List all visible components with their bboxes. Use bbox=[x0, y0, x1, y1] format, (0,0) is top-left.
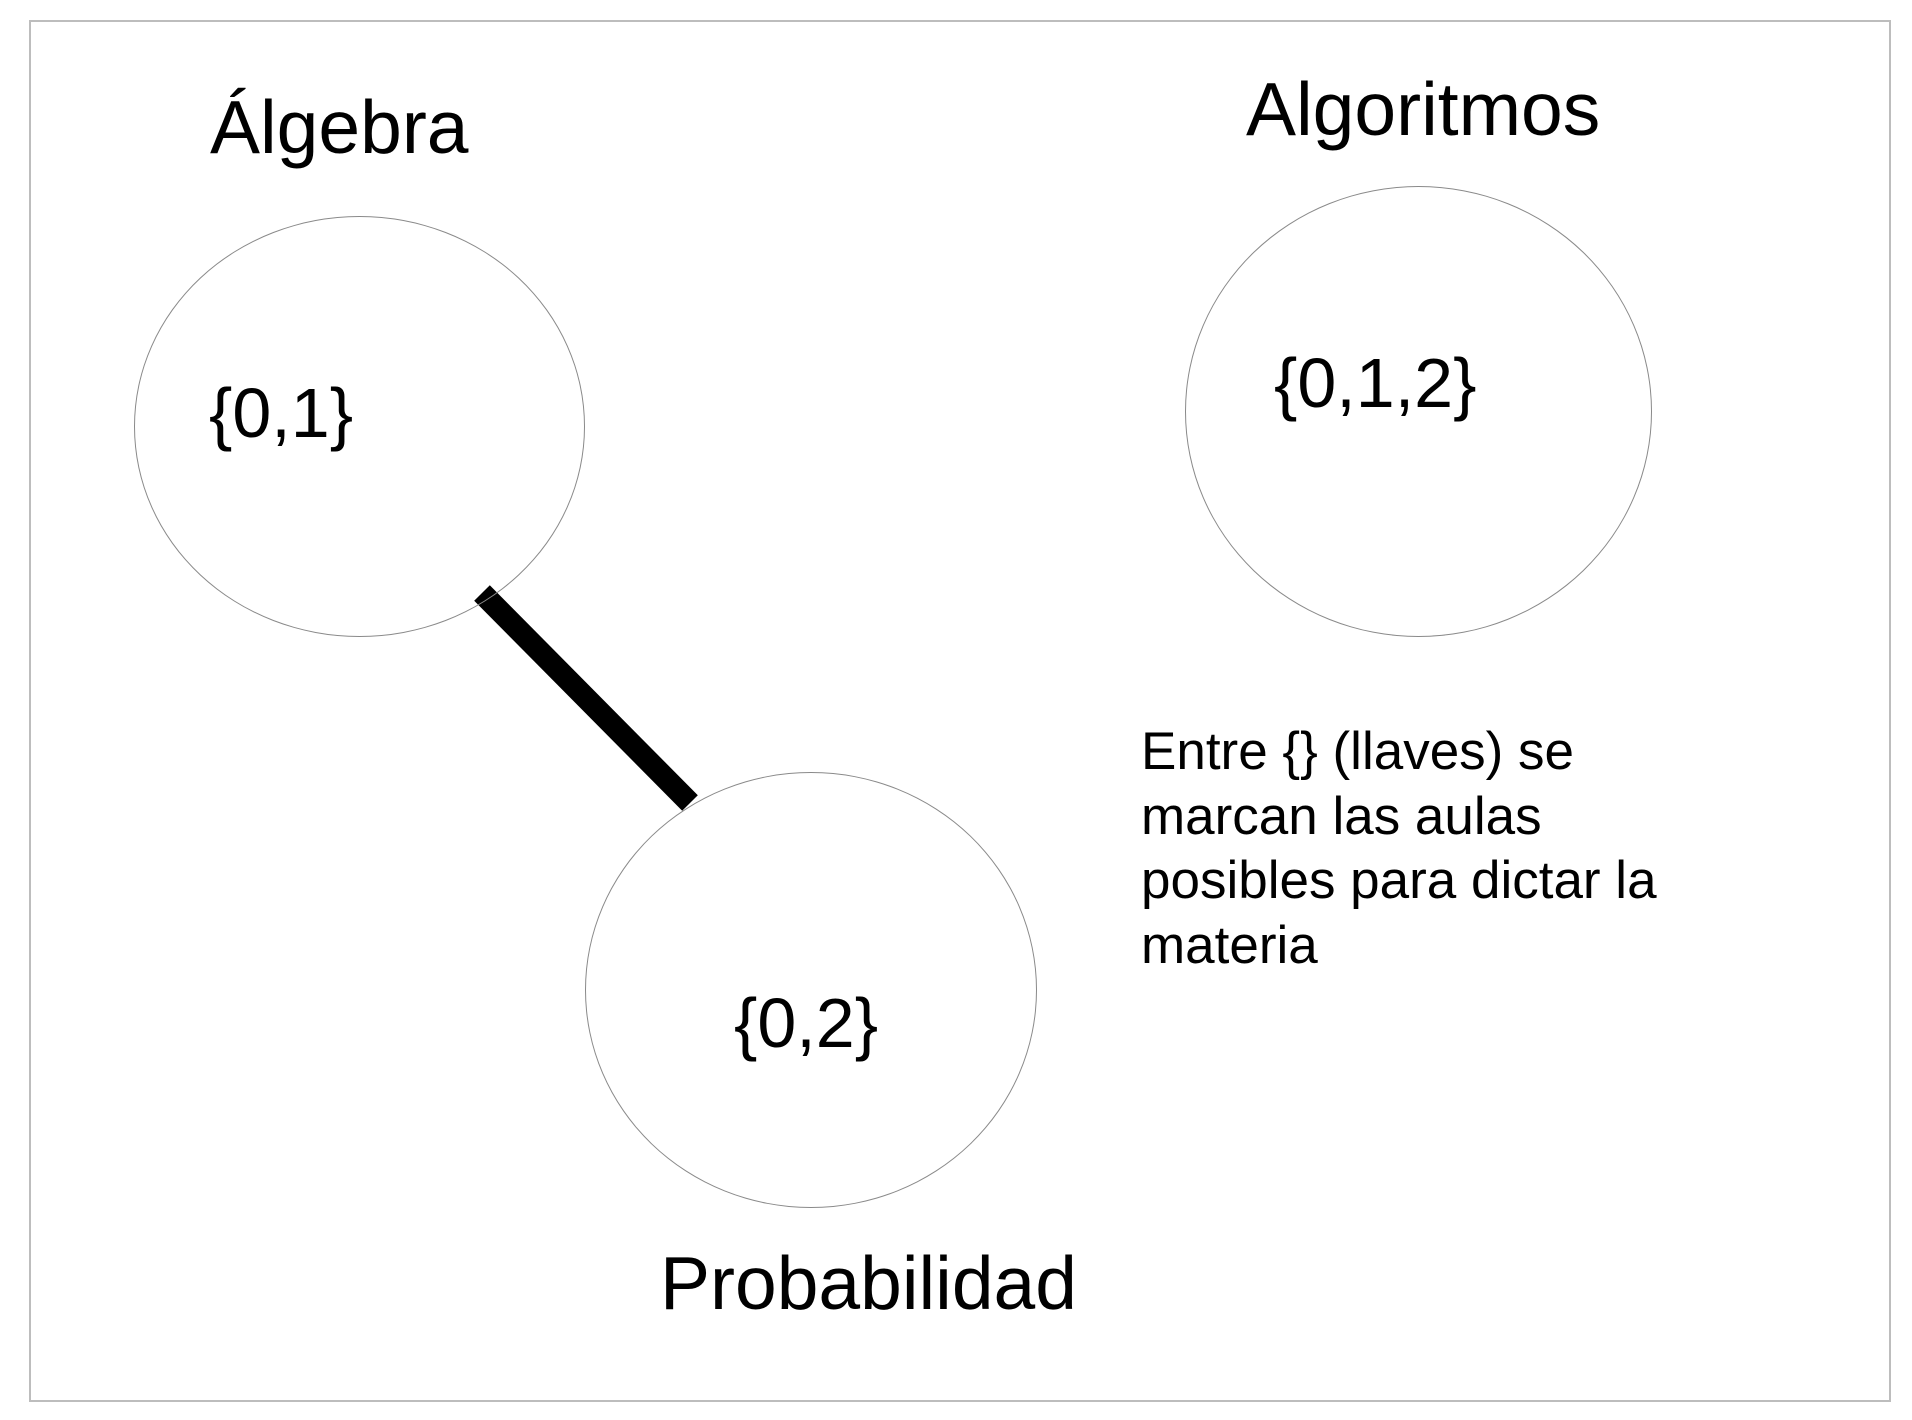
node-algoritmos bbox=[1185, 186, 1652, 637]
legend-note-line: posibles para dictar la bbox=[1141, 851, 1657, 911]
node-title-probabilidad: Probabilidad bbox=[660, 1241, 1077, 1325]
legend-note-line: marcan las aulas bbox=[1141, 786, 1542, 846]
node-title-algebra: Álgebra bbox=[210, 85, 469, 169]
node-title-algoritmos: Algoritmos bbox=[1246, 67, 1601, 151]
legend-note-line: Entre {} (llaves) se bbox=[1141, 722, 1575, 781]
edge-algebra-probabilidad bbox=[474, 585, 698, 811]
legend-note-line: materia bbox=[1141, 915, 1318, 975]
node-rooms-algoritmos: {0,1,2} bbox=[1274, 344, 1477, 422]
node-probabilidad bbox=[585, 772, 1037, 1208]
diagram-frame bbox=[29, 20, 1891, 1402]
node-rooms-algebra: {0,1} bbox=[209, 374, 354, 452]
legend-note: Entre {} (llaves) se marcan las aulas po… bbox=[1141, 720, 1821, 979]
node-algebra bbox=[134, 216, 585, 637]
node-rooms-probabilidad: {0,2} bbox=[734, 984, 879, 1062]
